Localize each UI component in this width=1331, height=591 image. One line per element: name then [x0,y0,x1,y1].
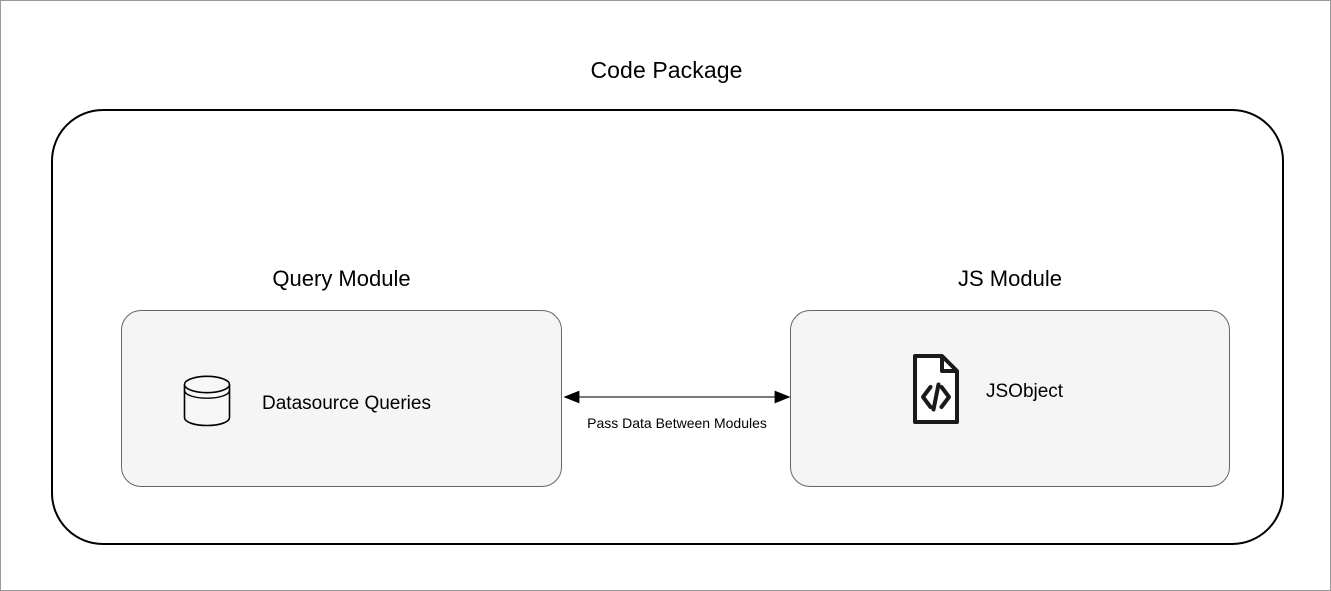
node-jsobject[interactable]: JSObject [912,353,1063,430]
module-js-label: JS Module [958,266,1062,291]
connector-label: Pass Data Between Modules [587,415,767,431]
module-query-label: Query Module [272,266,411,291]
node-datasource-queries[interactable]: Datasource Queries [182,373,431,434]
node-jsobject-label: JSObject [986,380,1064,402]
database-cylinder-icon [182,373,234,434]
code-file-icon [912,353,960,430]
module-js-box[interactable]: JSObject [790,310,1230,487]
node-datasource-queries-label: Datasource Queries [262,392,431,414]
module-query-box[interactable]: Datasource Queries [121,310,562,487]
package-title: Code Package [590,57,743,83]
code-package-container [51,109,1284,545]
